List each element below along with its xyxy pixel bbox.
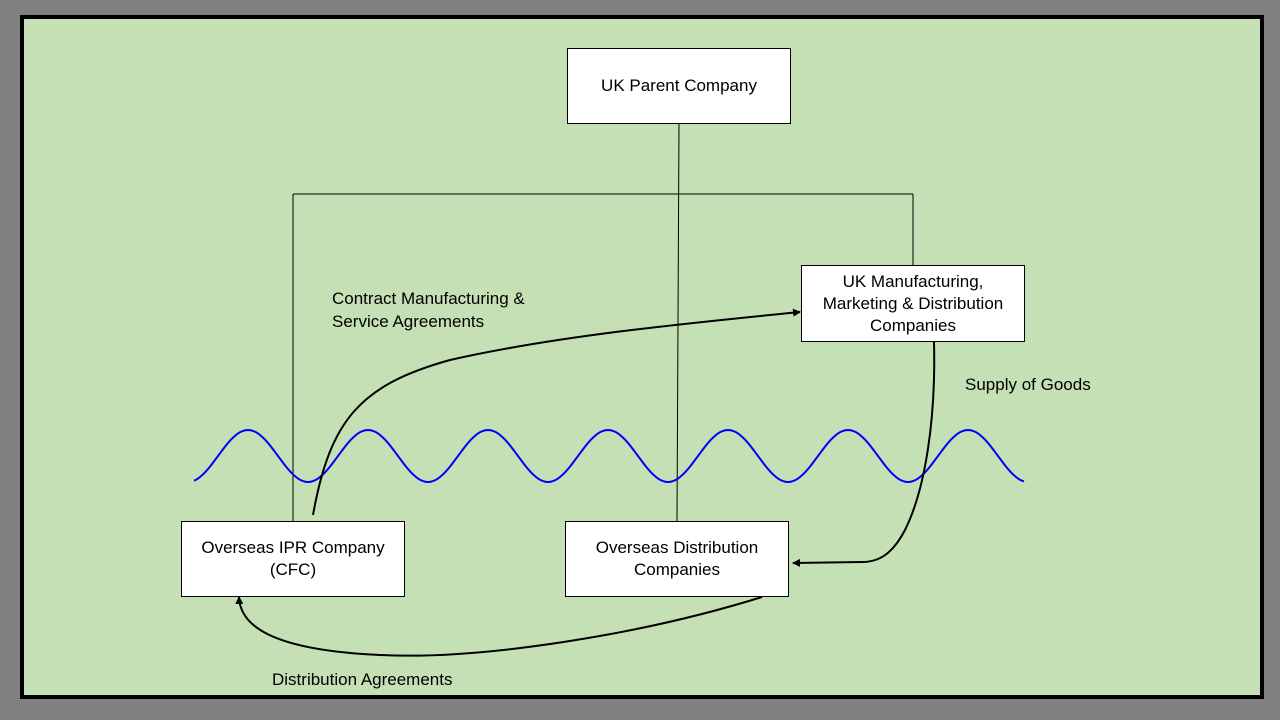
label-contract-manufacturing: Contract Manufacturing & Service Agreeme… [332, 289, 525, 331]
node-uk-manufacturing-companies: UK Manufacturing, Marketing & Distributi… [801, 265, 1025, 342]
supply-of-goods-arrow [792, 341, 936, 567]
node-overseas-distribution-companies: Overseas Distribution Companies [565, 521, 789, 597]
distribution-agreements-arrow [235, 596, 763, 657]
border-wave [193, 428, 1025, 484]
ownership-line-trunk [676, 122, 680, 522]
label-distribution-agreements: Distribution Agreements [272, 670, 453, 689]
contract-manufacturing-arrow [312, 308, 801, 516]
label-supply-of-goods: Supply of Goods [965, 375, 1091, 394]
node-overseas-ipr-company: Overseas IPR Company (CFC) [181, 521, 405, 597]
node-uk-parent-company: UK Parent Company [567, 48, 791, 124]
